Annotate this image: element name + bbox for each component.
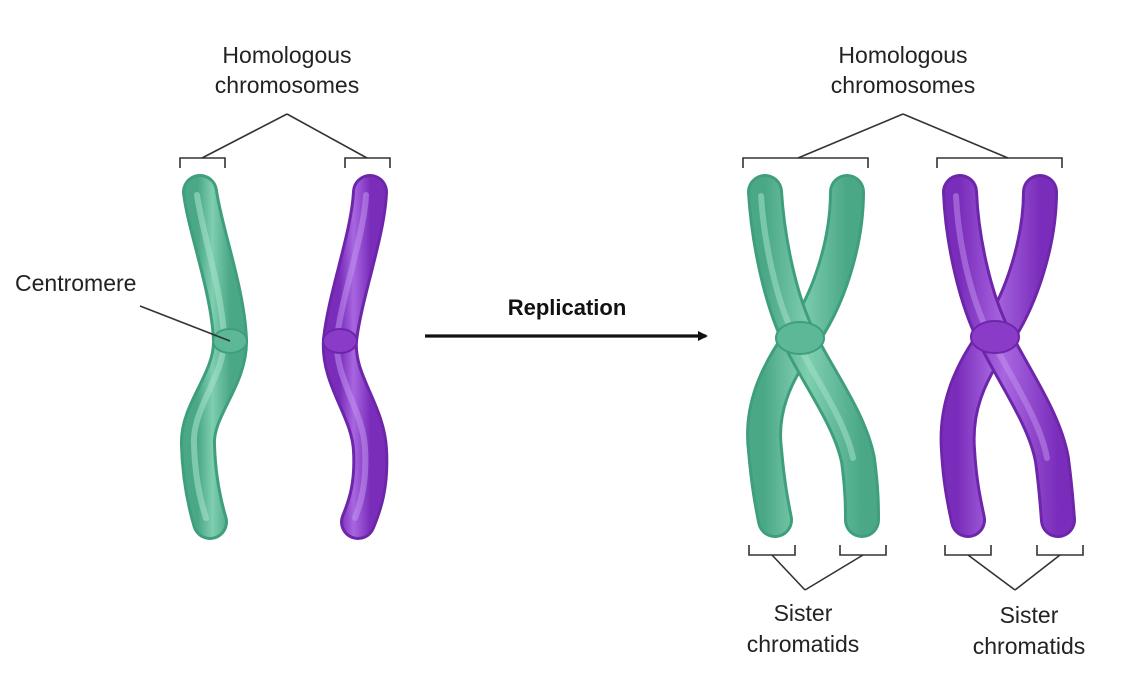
centromere-label: Centromere [15, 270, 136, 296]
replication-arrow: Replication [425, 295, 708, 341]
sister-bracket-left [748, 545, 887, 591]
sister-label-left-line2: chromatids [747, 631, 859, 657]
purple-chromosome-unreplicated [321, 174, 389, 540]
green-replicated-centromere [775, 321, 825, 355]
green-chromosome-replicated [746, 174, 880, 538]
purple-centromere [322, 328, 358, 354]
homologous-label-right: Homologous chromosomes [831, 42, 975, 98]
sister-bracket-right [944, 545, 1084, 591]
homologous-label-right-line2: chromosomes [831, 72, 975, 98]
homologous-label-right-line1: Homologous [838, 42, 967, 68]
green-chromosome-unreplicated [180, 174, 248, 540]
centromere-leader-line [139, 305, 231, 342]
sister-label-left: Sister chromatids [747, 600, 859, 657]
homologous-label-left-line1: Homologous [222, 42, 351, 68]
homologous-bracket-right [742, 113, 1063, 168]
purple-chromosome-replicated [939, 174, 1076, 538]
replication-label: Replication [508, 295, 627, 320]
homologous-label-left: Homologous chromosomes [215, 42, 359, 98]
purple-replicated-centromere [970, 320, 1020, 354]
sister-label-right-line2: chromatids [973, 633, 1085, 659]
centromere-callout: Centromere [15, 270, 231, 342]
homologous-label-left-line2: chromosomes [215, 72, 359, 98]
sister-label-left-line1: Sister [774, 600, 833, 626]
sister-label-right: Sister chromatids [973, 602, 1085, 659]
homologous-bracket-left [179, 113, 391, 168]
sister-label-right-line1: Sister [1000, 602, 1059, 628]
